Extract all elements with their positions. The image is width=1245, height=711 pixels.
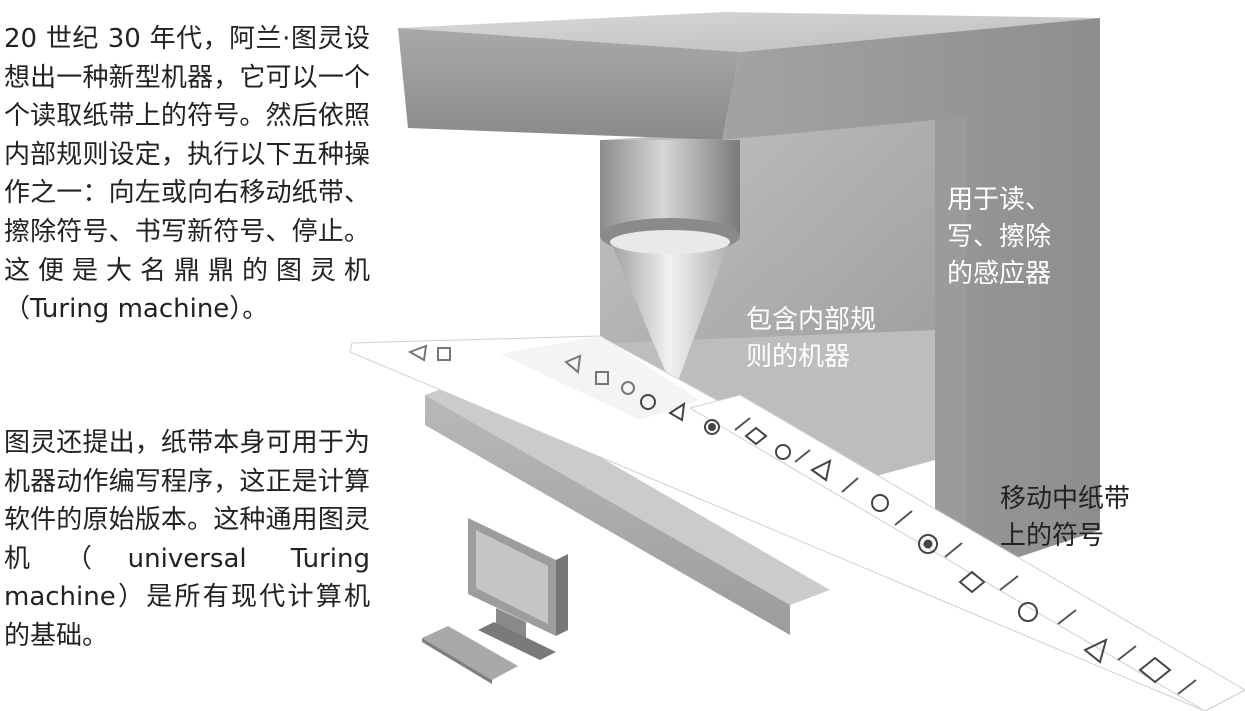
symbol-target	[704, 419, 720, 435]
symbol-circle	[640, 394, 656, 410]
tape-back-segment	[500, 336, 700, 420]
symbol-triangle	[1083, 638, 1108, 664]
computer-keyboard	[422, 626, 518, 684]
symbol-triangle	[810, 459, 832, 482]
tape-symbols	[407, 344, 1172, 684]
machine-base-front	[425, 395, 790, 635]
symbol-circle	[871, 494, 889, 512]
symbol-circle	[621, 381, 635, 395]
symbol-circle	[775, 444, 791, 460]
machine-top-front	[398, 28, 740, 140]
machine-right-pillar-front	[935, 118, 965, 585]
symbol-square	[595, 371, 609, 385]
computer-monitor	[468, 518, 568, 660]
machine-base-top	[425, 382, 830, 605]
machine-right-side	[722, 18, 1100, 585]
symbol-diamond	[1138, 656, 1172, 684]
symbol-triangle	[564, 354, 582, 374]
sensor-cone-top	[610, 230, 730, 254]
sensor-cone	[610, 240, 730, 392]
symbol-diamond	[744, 426, 768, 446]
tape-cell-lines	[734, 417, 1197, 695]
label-tape-symbols: 移动中纸带 上的符号	[1000, 484, 1131, 551]
description-paragraph-2: 图灵还提出，纸带本身可用于为机器动作编写程序，这正是计算软件的原始版本。这种通用…	[4, 428, 370, 651]
symbol-square	[437, 347, 451, 361]
symbol-diamond	[958, 570, 986, 594]
label-machine: 包含内部规 则的机器	[746, 305, 877, 372]
symbol-circle	[1018, 602, 1038, 622]
machine-top-face	[398, 12, 1100, 52]
symbol-triangle	[668, 402, 686, 422]
description-paragraph-1: 20 世纪 30 年代，阿兰·图灵设想出一种新型机器，它可以一个个读取纸带上的符…	[4, 24, 370, 325]
symbol-target	[918, 534, 938, 554]
tape-front-segment	[688, 394, 1245, 711]
symbol-triangle	[407, 344, 428, 362]
label-sensor: 用于读、 写、擦除 的感应器	[947, 185, 1052, 289]
